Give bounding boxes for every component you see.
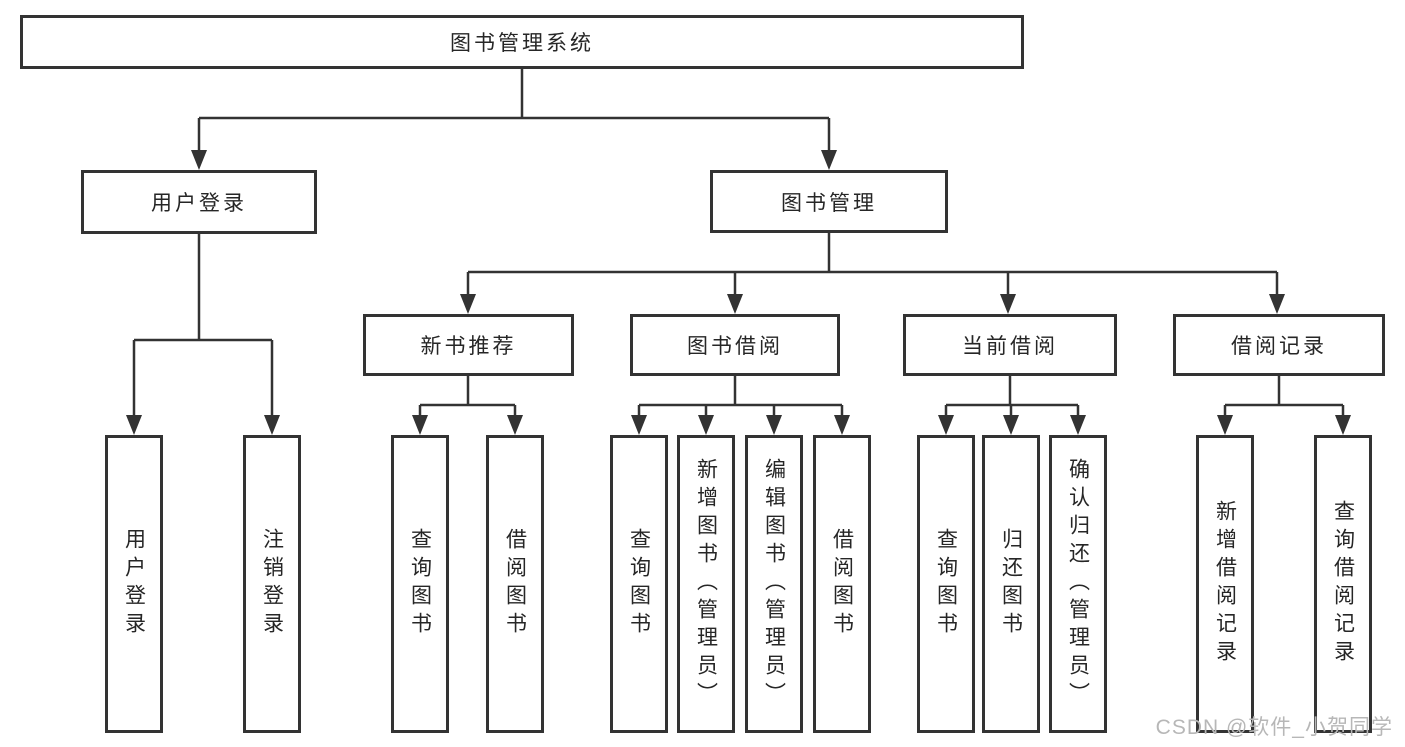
leaf-logout-label: 注销登录 [260, 528, 284, 640]
leaf-borrow-books-label: 借阅图书 [830, 528, 854, 640]
leaf-add-book-admin-label: 新增图书（管理员） [694, 458, 718, 710]
leaf-return-books-label: 归还图书 [999, 528, 1023, 640]
leaf-return-books: 归还图书 [982, 435, 1040, 733]
leaf-query-borrow-record-label: 查询借阅记录 [1331, 500, 1355, 668]
node-book-management-label: 图书管理 [781, 191, 877, 215]
node-current-borrow: 当前借阅 [903, 314, 1117, 376]
leaf-edit-book-admin-label: 编辑图书（管理员） [762, 458, 786, 710]
csdn-watermark: CSDN @软件_小贺同学 [1155, 716, 1393, 739]
leaf-confirm-return-admin: 确认归还（管理员） [1049, 435, 1107, 733]
leaf-query-books-current: 查询图书 [917, 435, 975, 733]
leaf-query-books-borrow-label: 查询图书 [627, 528, 651, 640]
leaf-add-borrow-record: 新增借阅记录 [1196, 435, 1254, 733]
node-book-management: 图书管理 [710, 170, 948, 233]
leaf-edit-book-admin: 编辑图书（管理员） [745, 435, 803, 733]
node-library-system-label: 图书管理系统 [450, 32, 594, 55]
node-new-book-recommend: 新书推荐 [363, 314, 574, 376]
leaf-query-borrow-record: 查询借阅记录 [1314, 435, 1372, 733]
node-library-system: 图书管理系统 [20, 15, 1024, 69]
leaf-borrow-books: 借阅图书 [813, 435, 871, 733]
leaf-user-login: 用户登录 [105, 435, 163, 733]
leaf-add-book-admin: 新增图书（管理员） [677, 435, 735, 733]
leaf-borrow-books-recommend-label: 借阅图书 [503, 528, 527, 640]
node-borrow-records-label: 借阅记录 [1231, 335, 1327, 358]
leaf-confirm-return-admin-label: 确认归还（管理员） [1066, 458, 1090, 710]
node-new-book-recommend-label: 新书推荐 [420, 335, 517, 358]
leaf-borrow-books-recommend: 借阅图书 [486, 435, 544, 733]
node-book-borrow-label: 图书借阅 [687, 335, 783, 358]
leaf-query-books-borrow: 查询图书 [610, 435, 668, 733]
leaf-query-books-recommend-label: 查询图书 [408, 528, 432, 640]
node-borrow-records: 借阅记录 [1173, 314, 1385, 376]
leaf-user-login-label: 用户登录 [122, 528, 146, 640]
node-current-borrow-label: 当前借阅 [962, 335, 1058, 358]
leaf-query-books-current-label: 查询图书 [934, 528, 958, 640]
leaf-add-borrow-record-label: 新增借阅记录 [1213, 500, 1237, 668]
node-user-login: 用户登录 [81, 170, 317, 234]
leaf-query-books-recommend: 查询图书 [391, 435, 449, 733]
node-user-login-label: 用户登录 [151, 192, 247, 215]
leaf-logout: 注销登录 [243, 435, 301, 733]
node-book-borrow: 图书借阅 [630, 314, 840, 376]
